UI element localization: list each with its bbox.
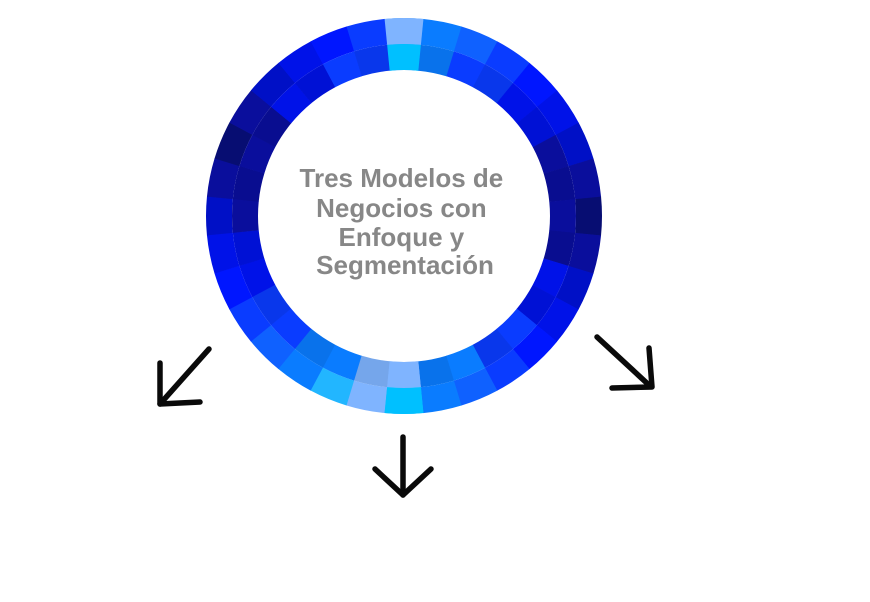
segmented-ring — [205, 17, 603, 415]
ring-tile-inner — [446, 344, 486, 381]
ring-tile-inner — [354, 44, 390, 77]
ring-tile-outer — [555, 265, 594, 310]
center-title-line-4: Segmentación — [316, 250, 494, 280]
ring-tile-inner — [271, 82, 312, 124]
ring-tile-inner — [322, 51, 362, 88]
ring-tile-outer — [229, 90, 272, 135]
ring-tile-inner — [418, 44, 455, 77]
arrow-down-right-icon — [594, 334, 655, 391]
ring-tile-inner — [232, 230, 265, 266]
ring-tile-outer — [420, 380, 462, 414]
ring-tile-inner — [239, 134, 276, 174]
ring-tile-inner — [418, 355, 454, 388]
ring-tile-outer — [278, 41, 324, 84]
ring-tile-outer — [229, 296, 272, 342]
ring-tile-outer — [250, 324, 295, 370]
ring-tile-outer — [485, 41, 530, 84]
ring-tile-inner — [232, 165, 265, 202]
ring-tile-outer — [206, 158, 240, 200]
ring-tile-inner — [543, 166, 576, 202]
center-title-line-2: Negocios con — [316, 193, 486, 223]
ring-tile-inner — [532, 258, 569, 298]
ring-tile-highlight — [387, 44, 421, 71]
ring-tile-inner — [270, 308, 312, 349]
ring-tile-inner — [294, 328, 336, 368]
center-title-line-3: Enfoque y — [339, 222, 465, 252]
ring-tile-outer — [453, 26, 498, 65]
ring-tile-inner — [322, 344, 362, 381]
ring-tile-highlight — [384, 17, 424, 45]
ring-tile-inner — [472, 64, 514, 104]
ring-tile-outer — [453, 367, 498, 406]
ring-tile-highlight — [384, 387, 424, 415]
ring-tile-outer — [346, 18, 388, 52]
ring-tile-outer — [214, 265, 253, 310]
ring-tile-outer — [484, 348, 530, 391]
ring-tile-inner — [543, 230, 576, 267]
center-title: Tres Modelos de Negocios con Enfoque y S… — [300, 163, 511, 280]
ring-tile-outer — [214, 122, 253, 167]
ring-tile-outer — [420, 18, 462, 52]
ring-tile-inner — [294, 64, 336, 104]
ring-tile-outer — [346, 380, 388, 414]
ring-tile-outer — [513, 62, 558, 108]
center-title-line-1: Tres Modelos de — [300, 163, 504, 193]
ring-tile-inner — [496, 83, 538, 124]
ring-tile-inner — [532, 134, 569, 174]
ring-tile-outer — [250, 62, 296, 107]
ring-tile-inner — [496, 308, 537, 350]
arrow-down-left-icon — [157, 346, 212, 407]
ring-tile-inner — [252, 106, 292, 148]
ring-tile-inner — [231, 198, 259, 233]
ring-tile-inner — [516, 284, 556, 326]
ring-tile-inner — [239, 258, 276, 298]
ring-tile-outer — [568, 232, 602, 274]
ring-tile-outer — [536, 297, 579, 342]
ring-tile-inner — [516, 106, 556, 148]
ring-tile-outer — [206, 232, 240, 274]
ring-tile-inner — [472, 328, 514, 368]
ring-tile-inner — [446, 51, 486, 88]
ring-tile-outer — [575, 196, 603, 236]
ring-tile-outer — [278, 348, 323, 391]
ring-tile-outer — [555, 122, 594, 167]
ring-tile-inner — [252, 284, 292, 326]
ring-tile-outer — [310, 26, 355, 65]
ring-tile-inner — [549, 199, 577, 234]
ring-tile-highlight — [387, 361, 421, 388]
arrow-down-icon — [372, 434, 434, 498]
ring-tile-outer — [536, 90, 579, 136]
ring-tile-outer — [568, 158, 602, 200]
ring-tile-outer — [512, 325, 558, 370]
ring-tile-inner — [353, 355, 390, 388]
ring-tile-outer — [310, 367, 355, 406]
ring-tile-outer — [205, 196, 233, 236]
